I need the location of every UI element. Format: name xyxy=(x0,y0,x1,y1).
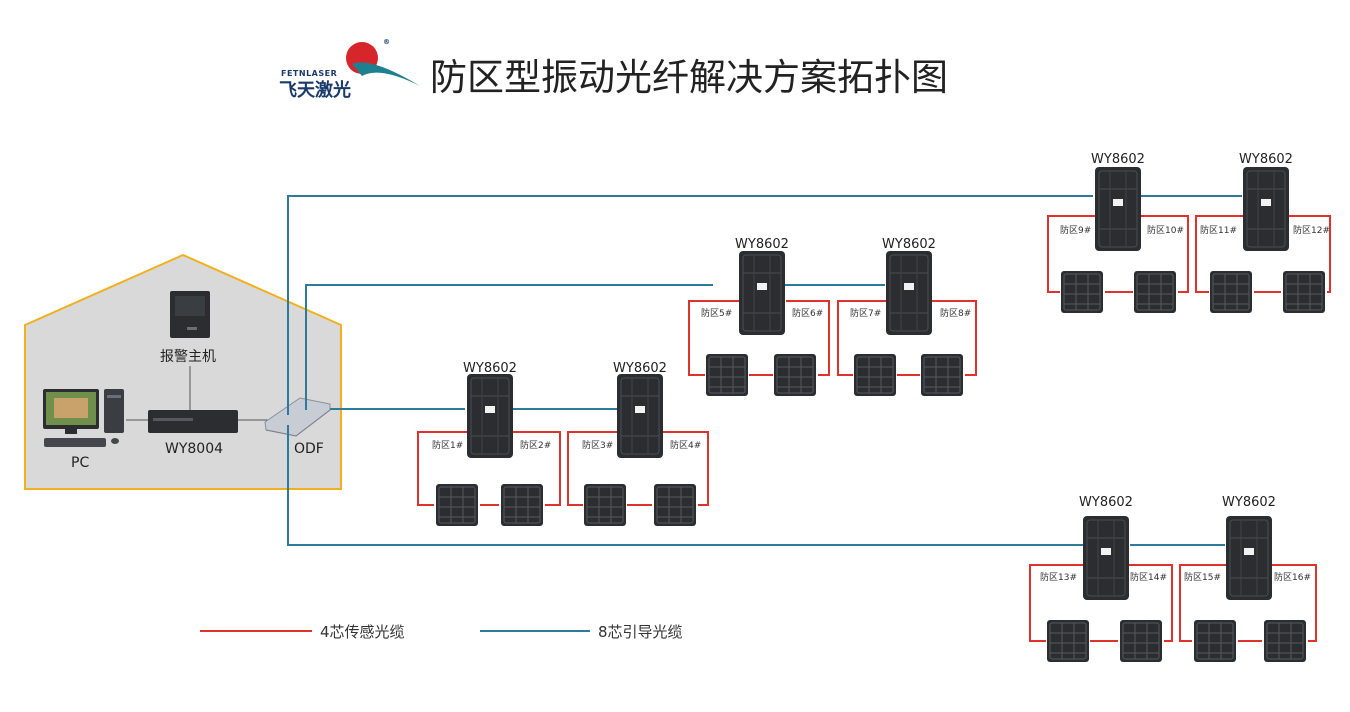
sensing-cable-loop xyxy=(1179,564,1317,642)
guide-cable-bottom xyxy=(287,425,1083,546)
sensor-device-icon xyxy=(1119,619,1163,663)
sensor-device-icon xyxy=(435,483,479,527)
alarm-host-label: 报警主机 xyxy=(160,349,216,365)
sensing-cable-loop xyxy=(1029,564,1173,642)
node-group: WY8602 防区15# 防区16# xyxy=(1179,495,1317,663)
node-model-label: WY8602 xyxy=(882,237,936,252)
wy8602-device-icon xyxy=(1082,515,1130,601)
node-model-label: WY8602 xyxy=(613,361,667,376)
sensor-device-icon xyxy=(773,353,817,397)
pc-icon xyxy=(43,389,124,447)
alarm-host-icon xyxy=(170,291,210,338)
node-model-label: WY8602 xyxy=(463,361,517,376)
node-group: WY8602 防区3# 防区4# xyxy=(567,361,709,527)
sensing-cable-loop xyxy=(1047,215,1189,293)
node-group: WY8602 防区1# 防区2# xyxy=(417,361,561,527)
zone-label: 防区4# xyxy=(670,439,701,451)
logo-chinese-text: 飞天激光 xyxy=(279,79,351,101)
sensor-device-icon xyxy=(853,353,897,397)
zone-label: 防区8# xyxy=(940,307,971,319)
node-model-label: WY8602 xyxy=(735,237,789,252)
sensor-device-icon xyxy=(1046,619,1090,663)
node-group: WY8602 防区7# 防区8# xyxy=(837,237,977,397)
zone-label: 防区16# xyxy=(1274,571,1311,583)
zone-label: 防区12# xyxy=(1293,224,1330,236)
sensing-cable-loop xyxy=(567,431,709,506)
zone-label: 防区5# xyxy=(701,307,732,319)
zone-label: 防区6# xyxy=(792,307,823,319)
guide-cables xyxy=(287,195,1242,546)
sensing-cable-loop xyxy=(837,300,977,376)
node-group: WY8602 防区11# 防区12# xyxy=(1195,152,1331,314)
wy8602-device-icon xyxy=(885,250,933,336)
node-model-label: WY8602 xyxy=(1091,152,1145,167)
guide-cable-top xyxy=(287,195,1093,415)
page-title: 防区型振动光纤解决方案拓扑图 xyxy=(430,56,948,99)
legend: 4芯传感光缆 8芯引导光缆 xyxy=(200,623,683,641)
zone-label: 防区7# xyxy=(850,307,881,319)
pc-label: PC xyxy=(71,455,89,471)
sensor-device-icon xyxy=(1209,270,1253,314)
node-model-label: WY8602 xyxy=(1079,495,1133,510)
controller-icon xyxy=(148,410,238,433)
wy8602-device-icon xyxy=(738,250,786,336)
sensor-device-icon xyxy=(1193,619,1237,663)
sensor-device-icon xyxy=(705,353,749,397)
sensing-cable-loop xyxy=(1195,215,1331,293)
legend-guide-label: 8芯引导光缆 xyxy=(598,623,683,641)
zone-label: 防区13# xyxy=(1040,571,1077,583)
wy8602-device-icon xyxy=(1225,515,1273,601)
wy8602-device-icon xyxy=(1242,166,1290,252)
wy8602-device-icon xyxy=(466,373,514,459)
sensing-cable-loop xyxy=(417,431,561,506)
sensor-device-icon xyxy=(583,483,627,527)
zone-label: 防区3# xyxy=(582,439,613,451)
sensor-device-icon xyxy=(920,353,964,397)
node-model-label: WY8602 xyxy=(1239,152,1293,167)
sensor-device-icon xyxy=(1133,270,1177,314)
sensor-device-icon xyxy=(653,483,697,527)
zone-label: 防区15# xyxy=(1184,571,1221,583)
guide-cable-mid xyxy=(305,284,713,410)
sensor-device-icon xyxy=(1282,270,1326,314)
odf-label: ODF xyxy=(294,441,324,457)
logo-english-text: FETNLASER xyxy=(281,69,337,78)
wy8602-device-icon xyxy=(1094,166,1142,252)
logo-swoosh-icon xyxy=(352,62,420,86)
node-group: WY8602 防区5# 防区6# xyxy=(688,237,830,397)
zone-label: 防区14# xyxy=(1130,571,1167,583)
sensing-cable-loop xyxy=(688,300,830,376)
sensor-device-icon xyxy=(1060,270,1104,314)
zone-label: 防区9# xyxy=(1060,224,1091,236)
zone-label: 防区1# xyxy=(432,439,463,451)
legend-sensing-label: 4芯传感光缆 xyxy=(320,623,405,641)
logo-registered-mark: ® xyxy=(383,38,391,46)
node-group: WY8602 防区9# 防区10# xyxy=(1047,152,1189,314)
node-group: WY8602 防区13# 防区14# xyxy=(1029,495,1173,663)
wy8602-device-icon xyxy=(616,373,664,459)
zone-label: 防区2# xyxy=(520,439,551,451)
brand-logo: ® FETNLASER 飞天激光 xyxy=(279,38,420,101)
zone-label: 防区11# xyxy=(1200,224,1237,236)
node-model-label: WY8602 xyxy=(1222,495,1276,510)
zone-label: 防区10# xyxy=(1147,224,1184,236)
controller-label: WY8004 xyxy=(165,441,223,457)
sensor-device-icon xyxy=(1263,619,1307,663)
sensor-device-icon xyxy=(500,483,544,527)
